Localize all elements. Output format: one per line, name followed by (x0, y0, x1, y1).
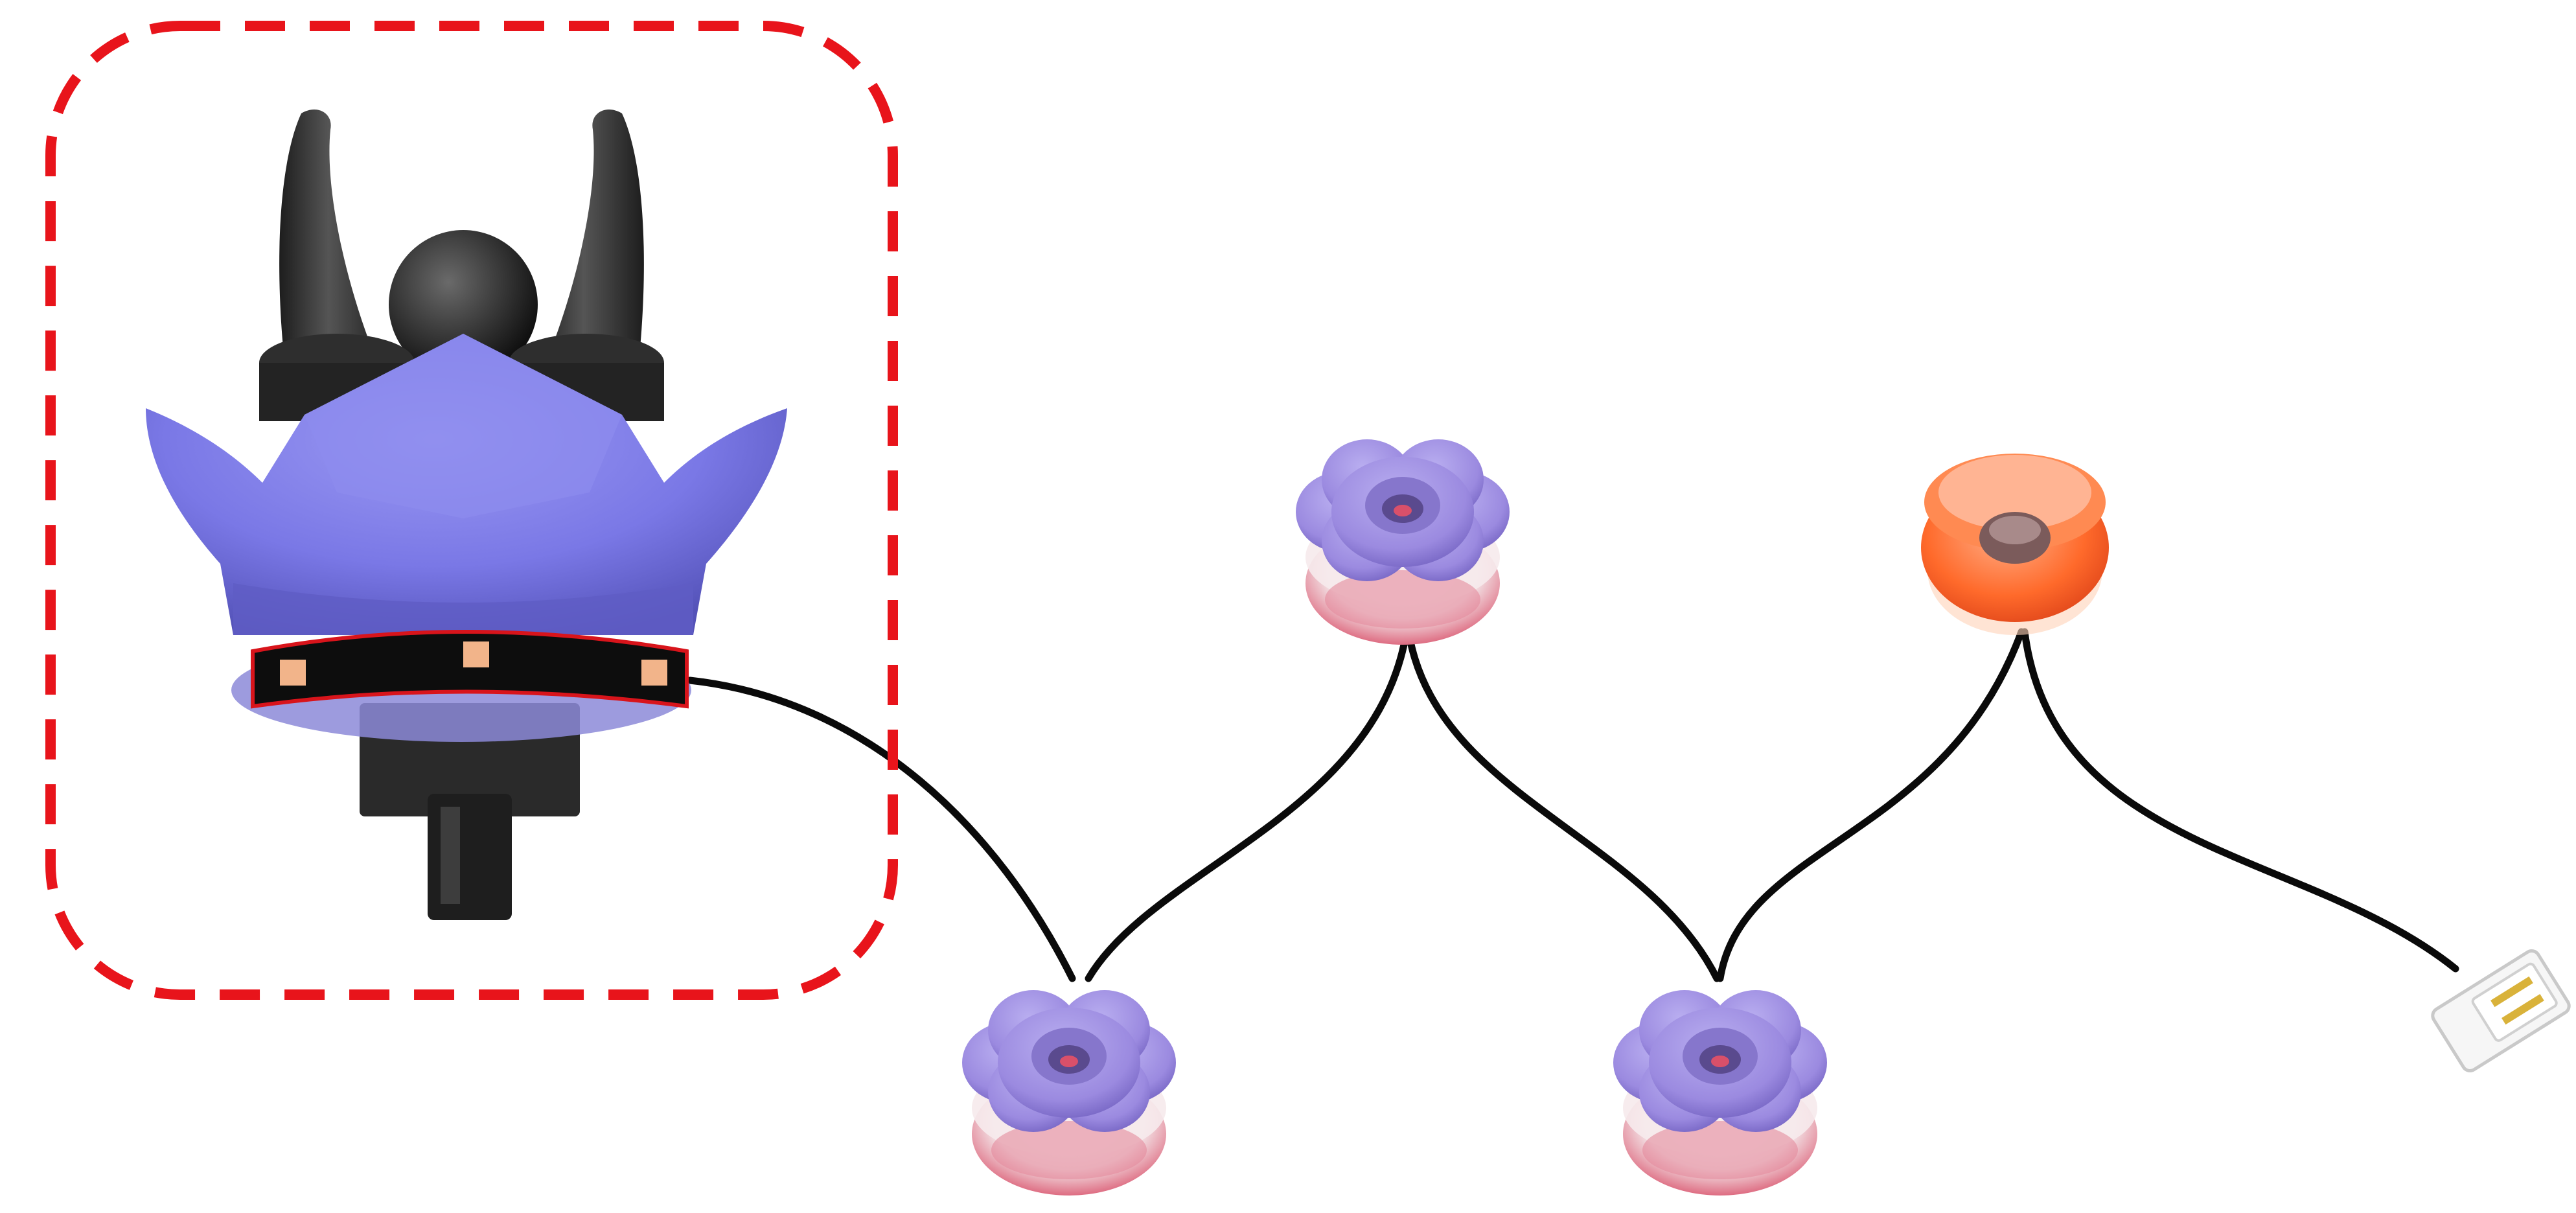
cable-crown-to-stud-1 (686, 676, 1076, 982)
led-pad-left (280, 660, 306, 686)
orange-stud-light-icon (1921, 454, 2109, 635)
cable-network (686, 628, 2459, 982)
connector-plug-icon (2431, 949, 2571, 1072)
left-horn (279, 110, 389, 395)
cable-stud-2-to-stud-3 (1405, 631, 1721, 982)
led-pad-center (463, 641, 489, 667)
cable-orange-to-connector (2021, 628, 2459, 973)
led-strip (251, 630, 689, 709)
stud-light-3 (1613, 990, 1827, 1196)
stud-lights (962, 439, 1827, 1196)
highlight-box (45, 21, 898, 1000)
cable-stud-1-to-stud-2 (1085, 631, 1410, 982)
crown-light-icon (146, 110, 787, 920)
crown-mount-clip (428, 794, 512, 920)
stud-light-1 (962, 990, 1176, 1196)
led-pad-right (641, 660, 667, 686)
cable-stud-3-to-orange (1716, 628, 2025, 982)
crown-ball (389, 230, 538, 379)
stud-light-2 (1296, 439, 1510, 645)
right-horn (535, 110, 644, 395)
